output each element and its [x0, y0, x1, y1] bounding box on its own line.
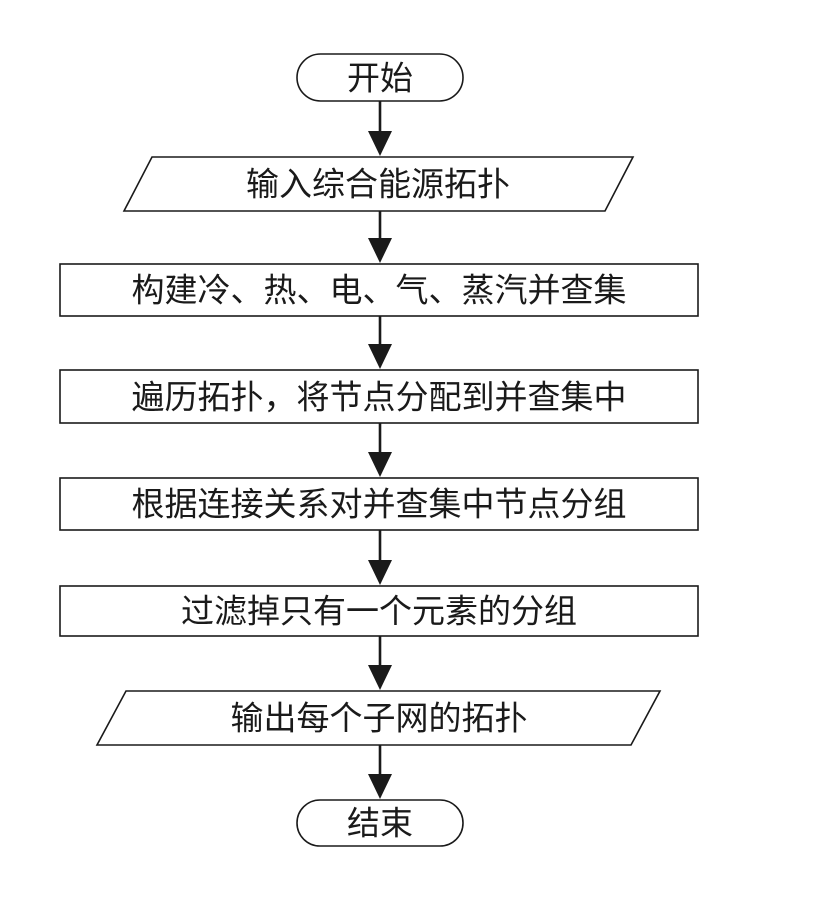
- connector-start-input: [368, 101, 392, 156]
- connector-filter-output: [368, 636, 392, 690]
- connector-build-traverse: [368, 316, 392, 369]
- filter-groups-node: 过滤掉只有一个元素的分组: [59, 585, 699, 637]
- input-topology-node: 输入综合能源拓扑: [122, 156, 635, 212]
- end-label: 结束: [347, 804, 413, 843]
- input-topology-label: 输入综合能源拓扑: [246, 165, 510, 204]
- build-sets-node: 构建冷、热、电、气、蒸汽并查集: [59, 263, 699, 317]
- connector-output-end: [368, 745, 392, 799]
- start-node: 开始: [296, 53, 464, 102]
- connector-traverse-group: [368, 423, 392, 477]
- traverse-assign-node: 遍历拓扑，将节点分配到并查集中: [59, 369, 699, 424]
- filter-groups-label: 过滤掉只有一个元素的分组: [181, 592, 577, 631]
- end-node: 结束: [296, 799, 464, 847]
- connector-input-build: [368, 211, 392, 263]
- connector-group-filter: [368, 530, 392, 585]
- output-topology-node: 输出每个子网的拓扑: [95, 690, 662, 746]
- start-label: 开始: [347, 59, 413, 98]
- build-sets-label: 构建冷、热、电、气、蒸汽并查集: [132, 271, 627, 310]
- group-nodes-label: 根据连接关系对并查集中节点分组: [132, 485, 627, 524]
- traverse-assign-label: 遍历拓扑，将节点分配到并查集中: [132, 378, 627, 417]
- group-nodes-node: 根据连接关系对并查集中节点分组: [59, 477, 699, 531]
- output-topology-label: 输出每个子网的拓扑: [231, 699, 528, 738]
